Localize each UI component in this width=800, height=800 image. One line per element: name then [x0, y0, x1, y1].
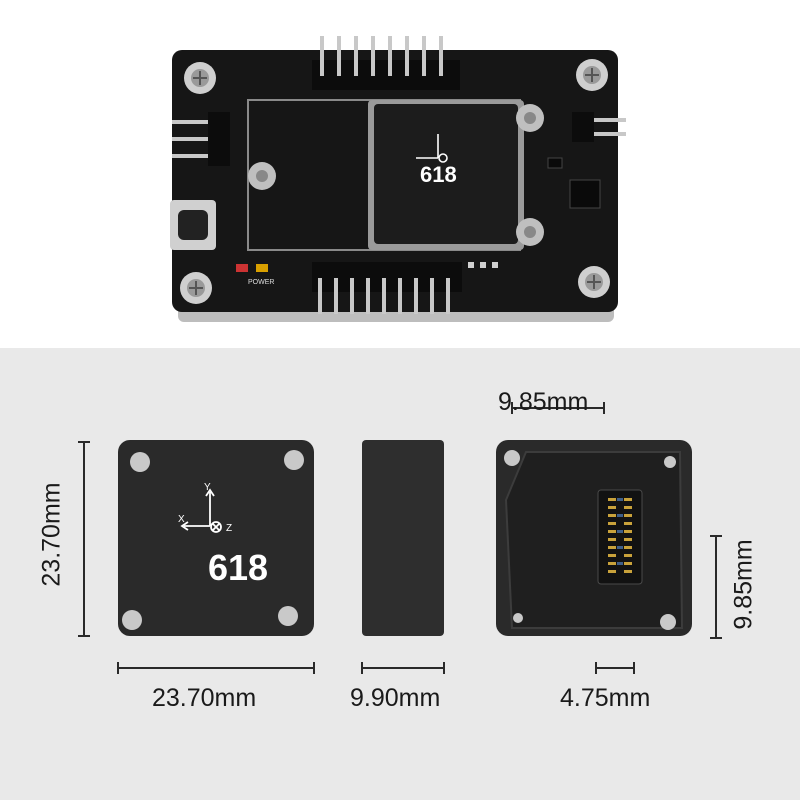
board-connector	[597, 489, 643, 585]
screw-icon	[184, 62, 216, 94]
pcb-board-photo: 618 POWER	[170, 36, 626, 322]
sensor-module-photo	[374, 104, 518, 244]
front-height-label: 23.70mm	[37, 482, 66, 587]
axis-x-label: X	[178, 514, 185, 525]
axis-icon	[180, 488, 222, 533]
side-width-label: 9.90mm	[350, 684, 441, 712]
product-photo-area: 618 POWER	[0, 0, 800, 348]
axis-z-label: Z	[226, 523, 232, 534]
module-front-view: Y X Z 618	[78, 402, 722, 674]
back-right-label: 9.85mm	[729, 539, 758, 630]
dimension-lines	[78, 402, 722, 674]
dimension-diagram-area: Y X Z 618	[0, 348, 800, 800]
front-width-label: 23.70mm	[152, 684, 257, 712]
module-back-view	[496, 440, 692, 636]
board-chip-label: 618	[420, 162, 457, 187]
power-label: POWER	[248, 279, 274, 286]
back-top-label: 9.85mm	[498, 388, 589, 416]
axis-y-label: Y	[204, 482, 211, 493]
connector-width-label: 4.75mm	[560, 684, 651, 712]
module-chip-label: 618	[208, 547, 268, 588]
module-side-view	[362, 440, 444, 636]
